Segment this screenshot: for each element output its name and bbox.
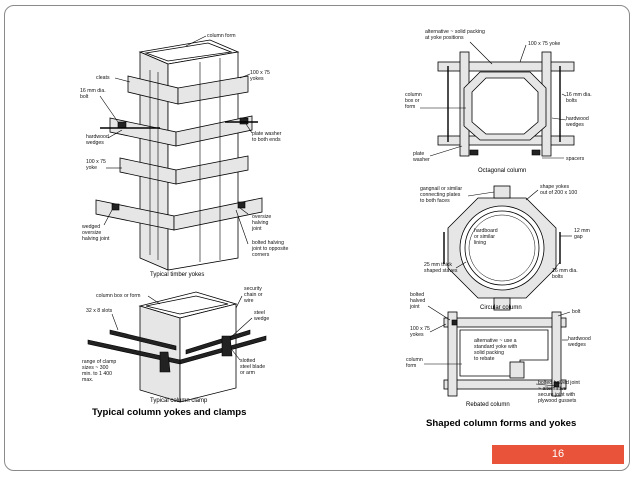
caption-rebated: Rebated column bbox=[466, 402, 510, 408]
caption-left-main: Typical column yokes and clamps bbox=[92, 407, 246, 418]
clamp-label-slots: 32 x 8 slots bbox=[86, 308, 113, 314]
circ-label-bolts: 16 mm dia.bolts bbox=[552, 268, 578, 280]
caption-timber-yokes: Typical timber yokes bbox=[150, 272, 204, 278]
timber-yokes-drawing: column form cleats 16 mm dia.bolt 100 x … bbox=[80, 33, 288, 278]
label-cleats: cleats bbox=[96, 75, 110, 81]
page-number-badge: 16 bbox=[492, 445, 624, 464]
label-column-form: column form bbox=[207, 33, 236, 39]
caption-right-main: Shaped column forms and yokes bbox=[426, 418, 576, 429]
caption-circular: Circular column bbox=[480, 305, 522, 311]
caption-column-clamp: Typical column clamp bbox=[150, 398, 208, 404]
label-bolt-16: 16 mm dia.bolt bbox=[80, 88, 106, 100]
oct-label-yokes: 100 x 75 yoke bbox=[528, 41, 560, 47]
reb-label-bolt: bolt bbox=[572, 309, 581, 315]
caption-octagonal: Octagonal column bbox=[478, 168, 526, 174]
oct-label-bolts: 16 mm dia.bolts bbox=[566, 92, 592, 104]
oct-label-spacers: spacers bbox=[566, 156, 585, 162]
clamp-label-column-box: column box or form bbox=[96, 293, 140, 299]
